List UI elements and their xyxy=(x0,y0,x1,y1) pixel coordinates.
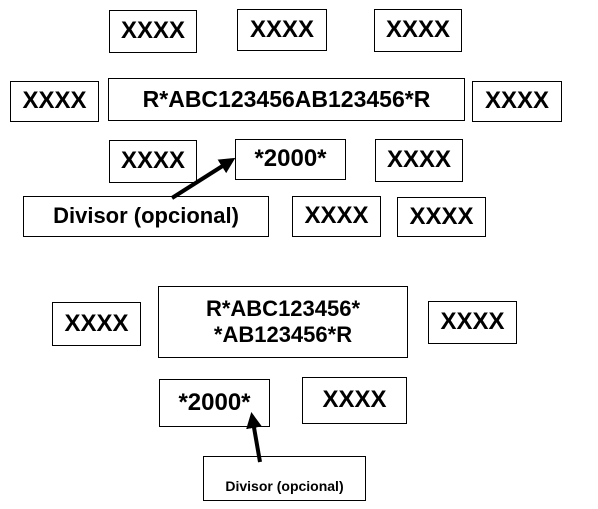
code-box-single-line: R*ABC123456AB123456*R xyxy=(108,78,465,121)
placeholder-box-right: XXXX xyxy=(472,81,562,122)
placeholder-box-bottom-left: XXXX xyxy=(52,302,141,346)
placeholder-box-top-1: XXXX xyxy=(109,10,197,53)
placeholder-box-row3-left: XXXX xyxy=(109,140,197,183)
placeholder-box-row4-mid: XXXX xyxy=(292,196,381,237)
placeholder-box-row4-right: XXXX xyxy=(397,197,486,237)
placeholder-box-row3-right: XXXX xyxy=(375,139,463,182)
placeholder-box-bottom-mid: XXXX xyxy=(302,377,407,424)
placeholder-box-bottom-right: XXXX xyxy=(428,301,517,344)
placeholder-box-left: XXXX xyxy=(10,81,99,122)
code-line-1: R*ABC123456* xyxy=(205,295,361,321)
divisor-value-box: *2000* xyxy=(235,139,346,180)
code-box-two-lines: R*ABC123456* *AB123456*R xyxy=(158,286,408,358)
placeholder-box-top-2: XXXX xyxy=(237,9,327,51)
divisor-optional-label-bottom: Divisor (opcional) xyxy=(203,456,366,501)
divisor-value-box-bottom: *2000* xyxy=(159,379,270,427)
placeholder-box-top-3: XXXX xyxy=(374,9,462,52)
code-line-2: *AB123456*R xyxy=(213,322,353,347)
divisor-optional-label: Divisor (opcional) xyxy=(23,196,269,237)
